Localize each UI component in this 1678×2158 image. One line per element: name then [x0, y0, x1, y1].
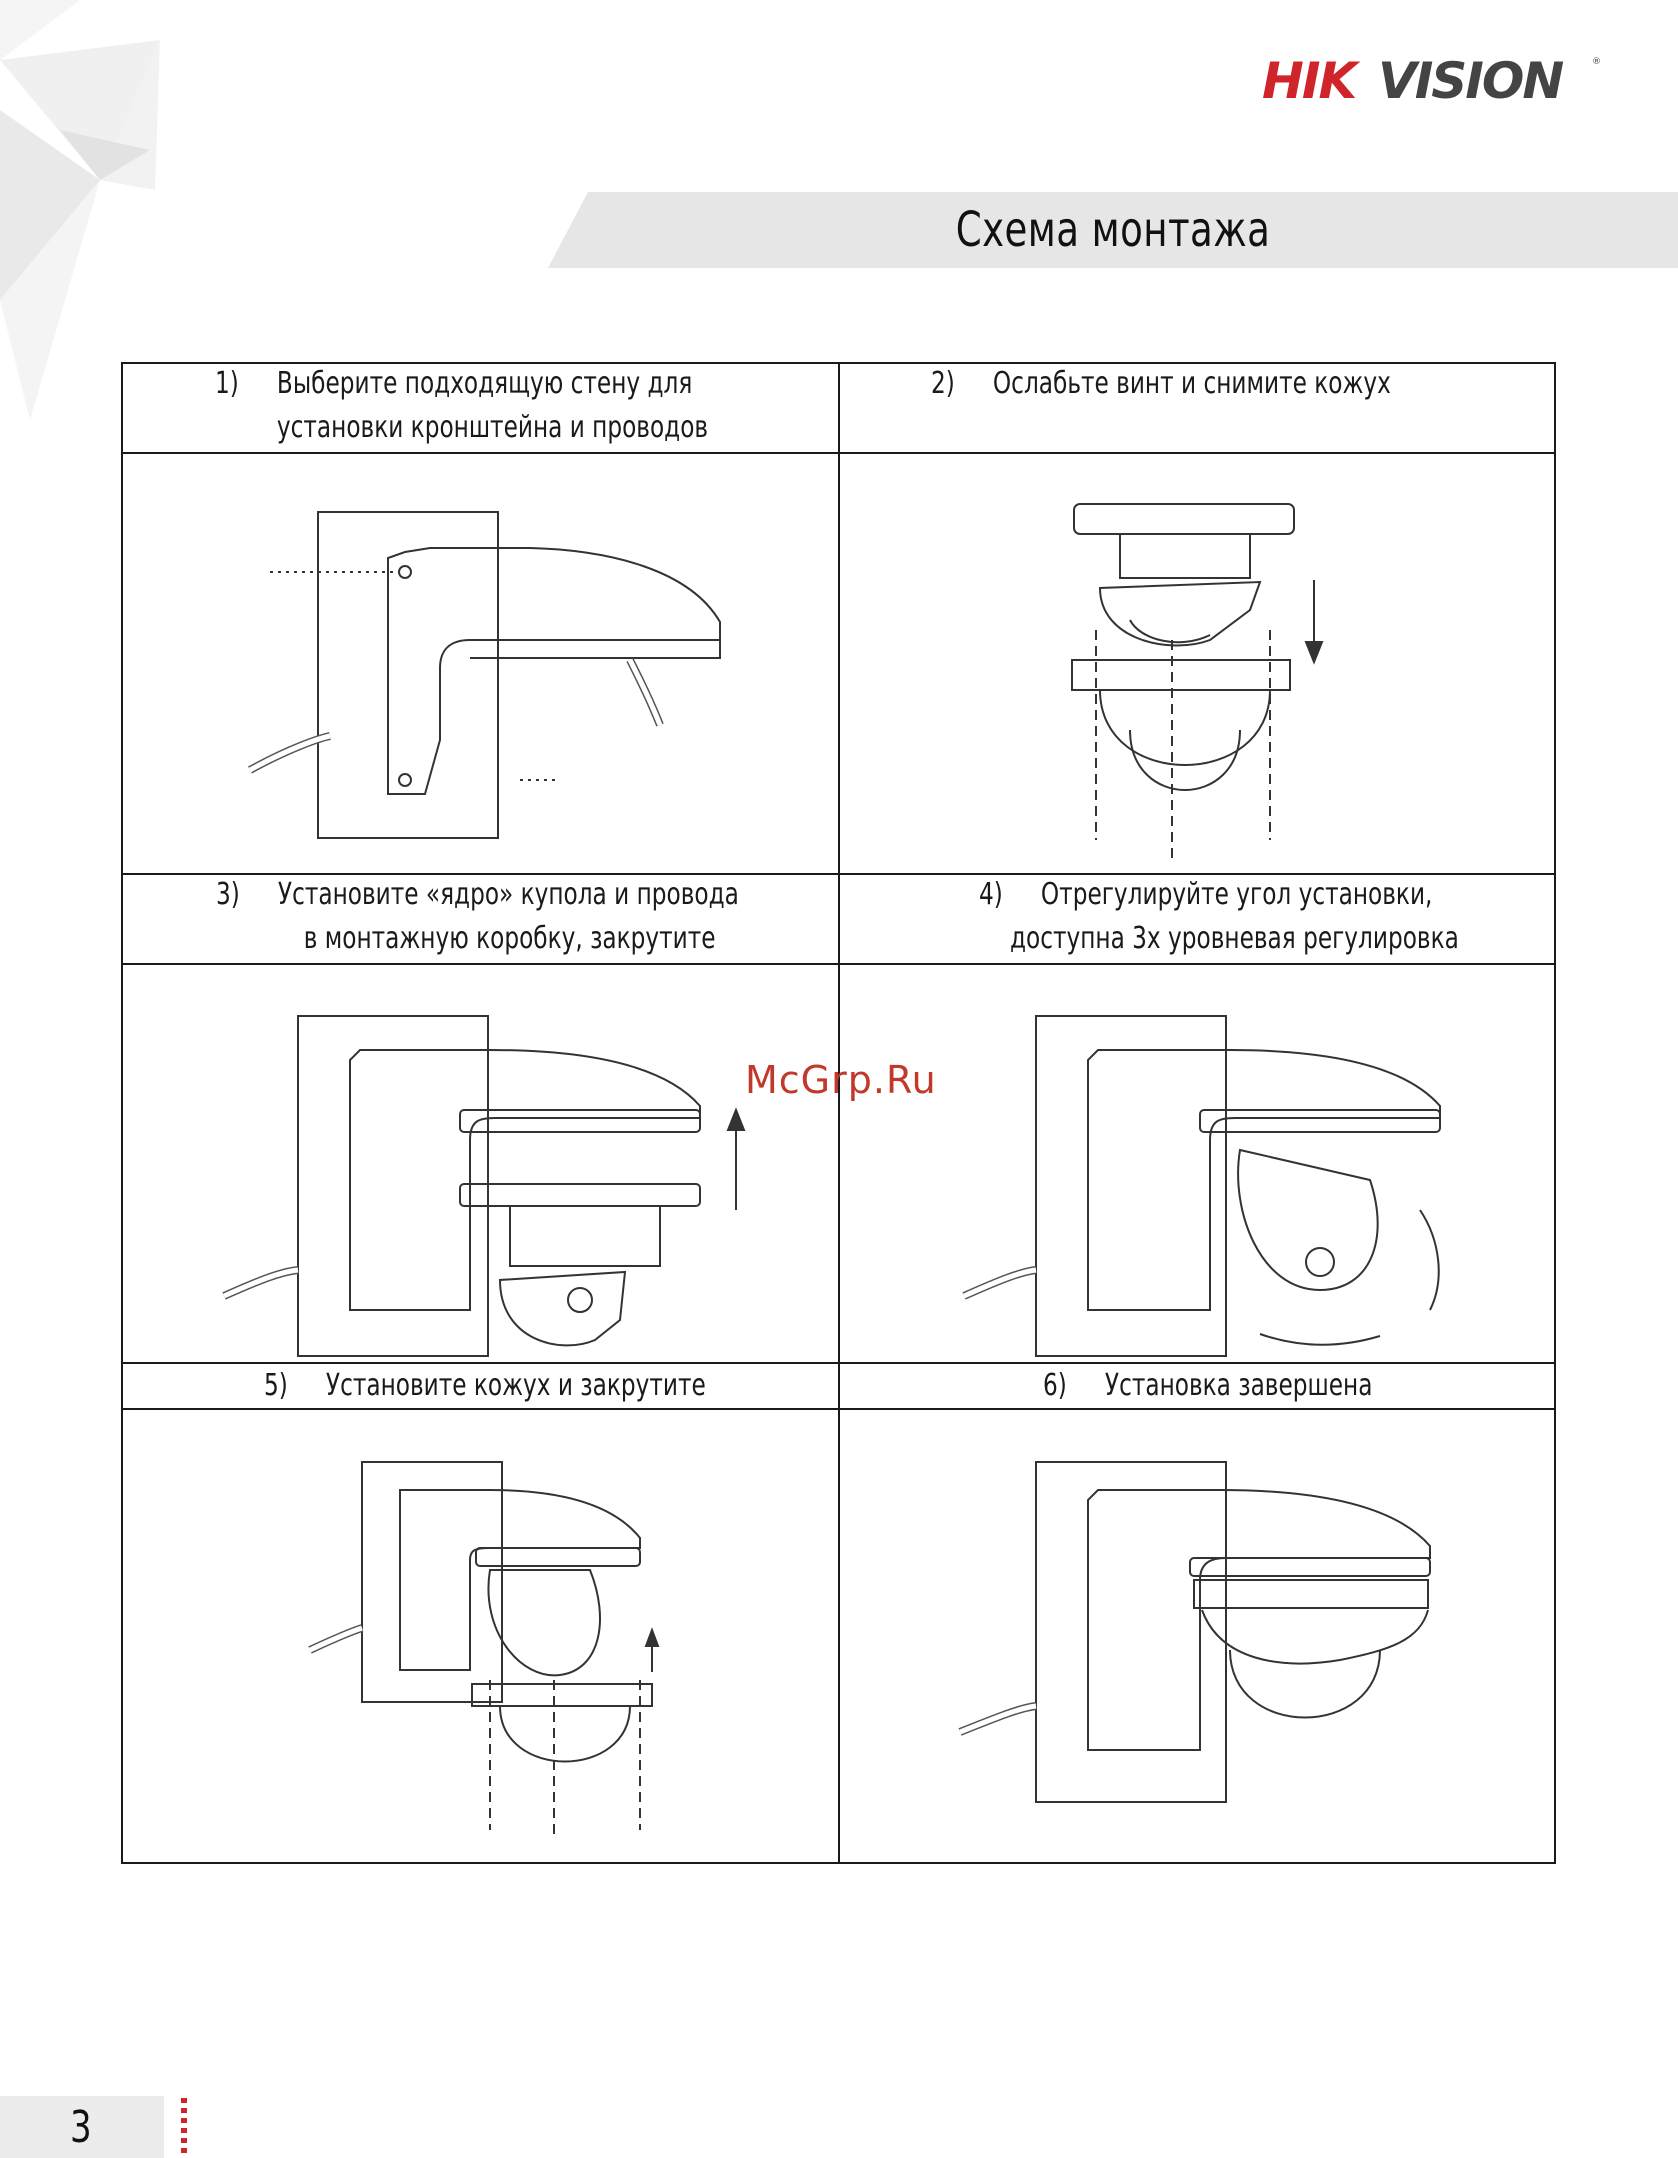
footer-box [0, 2096, 164, 2158]
svg-text:HIK: HIK [1262, 52, 1360, 110]
step-number: 2) [931, 366, 955, 401]
step-4-illustration [962, 1015, 1441, 1357]
svg-text:VISION: VISION [1378, 52, 1563, 110]
step-text: Выберите подходящую стену для [276, 366, 693, 401]
page-title: Схема монтажа [955, 202, 1271, 258]
table-divider [121, 873, 1556, 875]
dotted-separator [181, 2098, 187, 2156]
table-divider [121, 1362, 1556, 1364]
step-text: Установка завершена [1104, 1368, 1373, 1403]
step-4-caption: 4) Отрегулируйте угол установки, доступна… [979, 873, 1459, 961]
step-number: 4) [979, 877, 1003, 912]
step-text: доступна 3х уровневая регулировка [1009, 921, 1459, 956]
table-divider [121, 1408, 1556, 1410]
step-2-illustration [1071, 503, 1324, 860]
corner-decoration [0, 0, 160, 420]
step-6-caption: 6) Установка завершена [1043, 1364, 1372, 1408]
step-text: Ослабьте винт и снимите кожух [992, 366, 1391, 401]
page-number: 3 [70, 2102, 92, 2153]
table-divider [121, 452, 1556, 454]
step-6-illustration [958, 1461, 1431, 1803]
step-2-caption: 2) Ослабьте винт и снимите кожух [931, 362, 1391, 406]
step-text: Установите кожух и закрутите [325, 1368, 706, 1403]
table-divider [121, 963, 1556, 965]
step-text: Установите «ядро» купола и провода [277, 877, 739, 912]
step-text: Отрегулируйте угол установки, [1040, 877, 1433, 912]
step-text: в монтажную коробку, закрутите [303, 921, 716, 956]
step-text: установки кронштейна и проводов [276, 410, 709, 445]
hikvision-logo: HIK VISION ® [1262, 52, 1601, 110]
step-number: 1) [215, 366, 239, 401]
title-band [548, 192, 1678, 268]
step-number: 6) [1043, 1368, 1067, 1403]
step-number: 3) [216, 877, 240, 912]
step-5-illustration [308, 1461, 660, 1840]
step-3-illustration [222, 1015, 746, 1357]
step-3-caption: 3) Установите «ядро» купола и провода в м… [216, 873, 739, 961]
svg-text:®: ® [1592, 57, 1601, 67]
step-1-illustration [248, 511, 721, 839]
step-1-caption: 1) Выберите подходящую стену для установк… [215, 362, 708, 450]
step-5-caption: 5) Установите кожух и закрутите [264, 1364, 706, 1408]
step-number: 5) [264, 1368, 288, 1403]
watermark: McGrp.Ru [745, 1058, 937, 1102]
table-divider-vertical [838, 362, 840, 1864]
